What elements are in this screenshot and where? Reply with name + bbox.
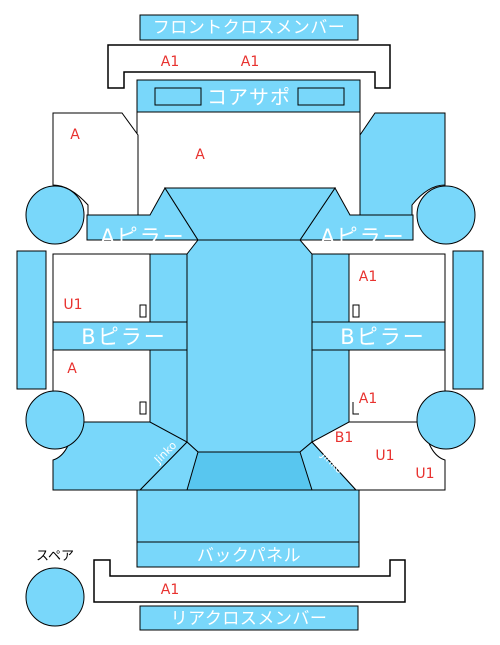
door-handle-front-left: [139, 304, 147, 318]
radiator-support-right-slot: [297, 87, 345, 106]
fender-left[interactable]: [52, 112, 139, 216]
b-pillar-right[interactable]: [311, 321, 446, 351]
b-pillar-left-label: Bピラー: [81, 325, 166, 349]
front-door-left[interactable]: [52, 253, 151, 323]
code-quarter-u1-upper: U1: [375, 448, 394, 464]
door-handle-rear-left: [139, 401, 147, 415]
code-front-door-right: A1: [359, 269, 377, 285]
rear-glass-inner: [186, 451, 313, 491]
door-handle-front-right: [352, 304, 360, 318]
b-pillar-right-label: Bピラー: [340, 325, 425, 349]
front-member-bracket[interactable]: [107, 44, 391, 89]
spare-label: スペア: [36, 549, 74, 564]
radiator-support-label: コアサポ: [207, 85, 291, 109]
rear-cross-member[interactable]: [139, 605, 359, 631]
code-quarter-b1: B1: [335, 430, 354, 446]
wheel-front-right[interactable]: [416, 185, 476, 245]
rocker-left[interactable]: [16, 250, 47, 390]
code-hood: A: [195, 147, 205, 163]
back-panel-label: バックパネル: [197, 546, 301, 566]
code-rear-door-right: A1: [359, 391, 377, 407]
code-rear-door-left: A: [67, 361, 77, 377]
code-quarter-u1-lower: U1: [415, 466, 434, 482]
a-pillar-right-label: Aピラー: [320, 225, 405, 249]
wheel-rear-right[interactable]: [416, 390, 476, 450]
front-cross-member-label: フロントクロスメンバー: [153, 18, 346, 38]
code-front-member-right: A1: [241, 54, 259, 70]
code-front-member-left: A1: [161, 54, 179, 70]
door-handle-rear-right: [352, 402, 359, 415]
roof[interactable]: [186, 239, 313, 453]
code-fender-left: A: [70, 127, 80, 143]
spare-tire[interactable]: [25, 567, 85, 627]
wheel-rear-left[interactable]: [25, 390, 85, 450]
back-panel[interactable]: [136, 541, 360, 568]
rear-door-right[interactable]: [348, 349, 446, 423]
rocker-right[interactable]: [452, 250, 484, 390]
rear-member-bracket[interactable]: [93, 559, 406, 603]
trunk-lid[interactable]: [136, 489, 360, 543]
front-cross-member[interactable]: [139, 14, 359, 41]
code-rear-member: A1: [161, 582, 179, 598]
b-pillar-left[interactable]: [52, 321, 188, 351]
fender-right[interactable]: [359, 112, 446, 216]
front-door-right[interactable]: [348, 253, 446, 323]
wheel-front-left[interactable]: [25, 185, 85, 245]
radiator-support-left-slot: [154, 87, 202, 106]
code-front-door-left: U1: [63, 297, 82, 313]
rear-cross-member-label: リアクロスメンバー: [171, 609, 328, 629]
a-pillar-left-label: Aピラー: [100, 225, 185, 249]
